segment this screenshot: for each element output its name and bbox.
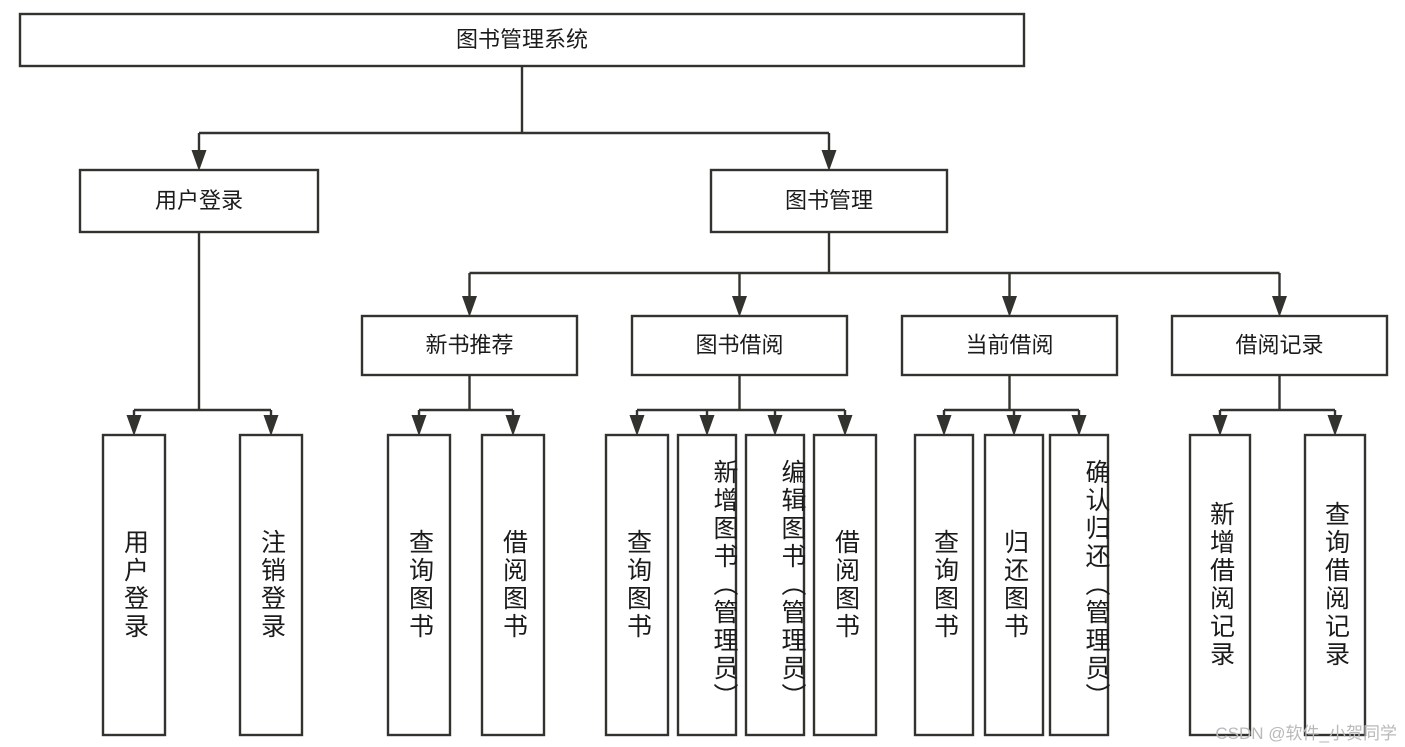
node-box <box>1048 433 1110 737</box>
node-leaf-rec-add[interactable] <box>1188 433 1252 737</box>
connector-arrowhead <box>1006 415 1022 436</box>
node-leaf-bb-borrow[interactable] <box>812 433 878 737</box>
node-box <box>480 433 546 737</box>
node-leaf-nb-borrow[interactable] <box>480 433 546 737</box>
node-box <box>238 433 304 737</box>
node-box <box>630 314 849 377</box>
node-box <box>360 314 579 377</box>
node-leaf-cb-return[interactable] <box>983 433 1045 737</box>
connector-arrowhead <box>1272 296 1287 317</box>
node-box <box>983 433 1045 737</box>
node-l2-book-manage[interactable] <box>709 168 949 234</box>
node-box <box>604 433 670 737</box>
node-label: 新书推荐 <box>425 332 513 357</box>
node-box <box>1170 314 1389 377</box>
node-root[interactable] <box>18 12 1026 68</box>
node-l2-user-login[interactable] <box>78 168 320 234</box>
node-box <box>913 433 975 737</box>
node-leaf-user-login[interactable] <box>101 433 167 737</box>
watermark-text: CSDN @软件_小贺同学 <box>1215 724 1397 743</box>
node-leaf-bb-add[interactable] <box>676 433 738 737</box>
connector-arrowhead <box>1071 415 1087 436</box>
node-label: 图书借阅 <box>695 332 783 357</box>
connector-arrowhead <box>191 150 207 171</box>
node-box <box>18 12 1026 68</box>
node-leaf-cb-query[interactable] <box>913 433 975 737</box>
node-leaf-nb-query[interactable] <box>386 433 452 737</box>
node-box <box>78 168 320 234</box>
node-label: 用户登录 <box>155 188 243 213</box>
node-box <box>676 433 738 737</box>
connector-arrowhead <box>1327 415 1343 436</box>
node-leaf-user-logout[interactable] <box>238 433 304 737</box>
connector-arrowhead <box>263 415 279 436</box>
node-box <box>1303 433 1367 737</box>
node-leaf-bb-query[interactable] <box>604 433 670 737</box>
node-box <box>709 168 949 234</box>
node-leaf-rec-query[interactable] <box>1303 433 1367 737</box>
node-leaf-bb-edit[interactable] <box>744 433 806 737</box>
connector-arrowhead <box>837 415 853 436</box>
connector-arrowhead <box>1002 296 1017 317</box>
node-label: 图书管理系统 <box>456 27 588 52</box>
connector-arrowhead <box>462 296 477 317</box>
node-l3-new-book[interactable] <box>360 314 579 377</box>
node-box <box>101 433 167 737</box>
connector-arrowhead <box>629 415 645 436</box>
node-box <box>386 433 452 737</box>
node-box <box>1188 433 1252 737</box>
connector-arrowhead <box>936 415 952 436</box>
node-l3-current[interactable] <box>900 314 1119 377</box>
node-leaf-cb-confirm[interactable] <box>1048 433 1110 737</box>
connector-arrowhead <box>699 415 715 436</box>
connector-arrowhead <box>767 415 783 436</box>
connector-arrowhead <box>1212 415 1228 436</box>
connector-arrowhead <box>411 415 427 436</box>
node-box <box>744 433 806 737</box>
node-l3-borrow[interactable] <box>630 314 849 377</box>
node-l3-record[interactable] <box>1170 314 1389 377</box>
node-box <box>900 314 1119 377</box>
connector-arrowhead <box>732 296 747 317</box>
node-label: 当前借阅 <box>965 332 1053 357</box>
node-label: 图书管理 <box>785 188 873 213</box>
connector-arrowhead <box>821 150 837 171</box>
connector-arrowhead <box>126 415 142 436</box>
node-box <box>812 433 878 737</box>
node-label: 借阅记录 <box>1235 332 1323 357</box>
connector-arrowhead <box>505 415 521 436</box>
